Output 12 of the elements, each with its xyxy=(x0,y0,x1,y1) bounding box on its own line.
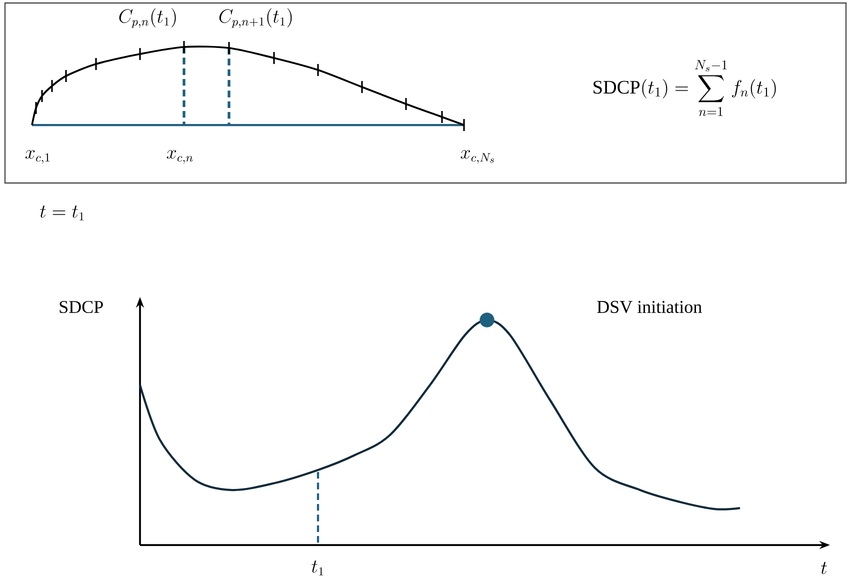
axis-label: SDCP xyxy=(60,300,103,314)
peak-label: DSV initiation xyxy=(597,300,702,314)
point-label: $C_{p,n+1}(t_1)$ xyxy=(219,8,292,28)
axis-label: $t$ xyxy=(821,562,827,574)
coordinate-label: $x_{c,N_s}$ xyxy=(460,150,494,164)
coordinate-label: $x_{c,1}$ xyxy=(25,150,50,164)
sum-formula: $\mathrm{SDCP}(t_1) = \sum_{n=1}^{N_s-1} f_n(t_1)$ xyxy=(594,60,776,116)
point-label: $C_{p,n}(t_1)$ xyxy=(119,8,176,28)
condition-label: $t = t_1$ xyxy=(40,205,84,220)
tick-label: $t_1$ xyxy=(312,560,324,576)
frame-box xyxy=(4,2,847,184)
coordinate-label: $x_{c,n}$ xyxy=(166,150,193,164)
